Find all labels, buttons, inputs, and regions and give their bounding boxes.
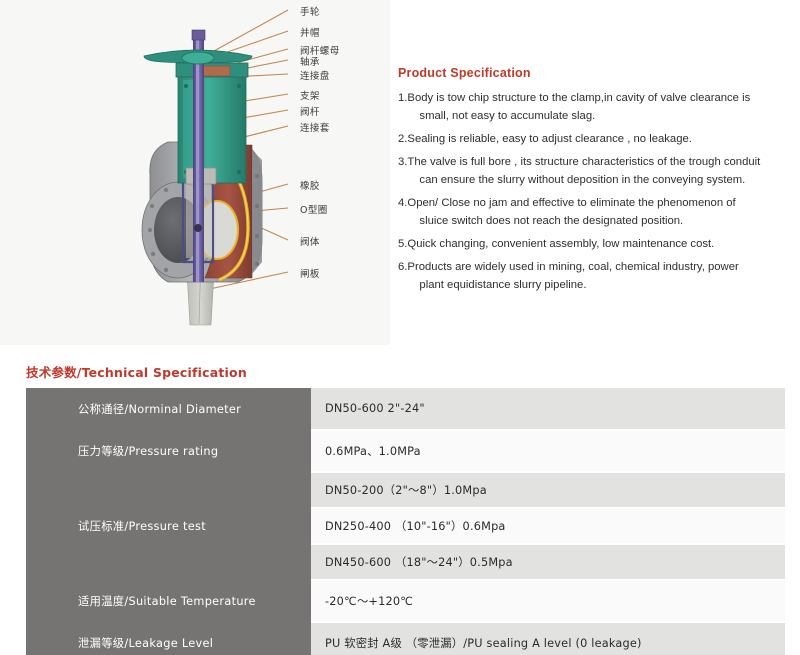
- table-row: DN450-600 （18"～24"）0.5Mpa: [26, 544, 785, 581]
- spec-item: 2. Sealing is reliable, easy to adjust c…: [398, 130, 796, 148]
- technical-specification-table: 公称通径/Norminal Diameter DN50-600 2"-24" 压…: [26, 388, 785, 655]
- spec-item-number: 5.: [398, 238, 408, 251]
- spec-item-number: 4.: [398, 196, 408, 209]
- table-row: 压力等级/Pressure rating 0.6MPa、1.0MPa: [26, 430, 785, 473]
- valve-cutaway-illustration: [141, 9, 289, 326]
- spec-item-text: The valve is full bore , its structure c…: [407, 153, 796, 190]
- spec-item: 6. Products are widely used in mining, c…: [398, 258, 796, 295]
- table-row: DN250-400 （10"-16"）0.6Mpa: [26, 508, 785, 545]
- spec-item-text: Sealing is reliable, easy to adjust clea…: [407, 130, 796, 148]
- callout-connecting-plate: 连接盘: [300, 71, 330, 82]
- callout-stem-nut: 阀杆螺母: [300, 46, 340, 57]
- spec-item-number: 6.: [398, 260, 408, 273]
- bracket-shape: [175, 62, 249, 185]
- spec-item: 3. The valve is full bore , its structur…: [398, 153, 796, 190]
- spec-item: 4. Open/ Close no jam and effective to e…: [398, 194, 796, 231]
- spec-line: Open/ Close no jam and effective to elim…: [407, 196, 736, 209]
- row-value: -20℃～+120℃: [311, 580, 785, 623]
- row-label: 公称通径/Norminal Diameter: [26, 388, 311, 431]
- row-label: 适用温度/Suitable Temperature: [26, 580, 311, 623]
- row-value: PU 软密封 A级 （零泄漏）/PU sealing A level (0 le…: [311, 622, 785, 655]
- callout-cap-nut: 并帽: [300, 28, 320, 39]
- spec-line: Body is tow chip structure to the clamp,…: [407, 92, 751, 104]
- spec-item-number: 1.: [398, 92, 408, 104]
- spec-line-cont: plant equidistance slurry pipeline.: [419, 279, 587, 292]
- row-label: 泄漏等级/Leakage Level: [26, 622, 311, 655]
- spec-item-text: Open/ Close no jam and effective to elim…: [407, 194, 796, 231]
- spec-line: Quick changing, convenient assembly, low…: [407, 238, 715, 251]
- product-spec-title: Product Specification: [398, 66, 531, 80]
- callout-bracket: 支架: [300, 91, 320, 102]
- spec-line: Products are widely used in mining, coal…: [407, 260, 739, 273]
- row-value: DN250-400 （10"-16"）0.6Mpa: [311, 508, 785, 545]
- spec-item-text: Products are widely used in mining, coal…: [407, 258, 796, 295]
- row-value: 0.6MPa、1.0MPa: [311, 430, 785, 473]
- spec-item-number: 3.: [398, 155, 408, 168]
- callout-gate-plate: 闸板: [300, 269, 320, 280]
- callout-bearing: 轴承: [300, 57, 320, 68]
- row-value: DN50-200（2"～8"）1.0Mpa: [311, 472, 785, 509]
- spec-line: Sealing is reliable, easy to adjust clea…: [407, 133, 692, 146]
- tech-spec-title: 技术参数/Technical Specification: [26, 365, 247, 380]
- spec-line-cont: small, not easy to accumulate slag.: [419, 110, 596, 123]
- spec-item: 5. Quick changing, convenient assembly, …: [398, 235, 796, 253]
- handwheel-shape: [143, 29, 253, 65]
- row-label: 试压标准/Pressure test: [26, 472, 311, 581]
- callout-o-ring: O型圈: [300, 205, 328, 216]
- spec-line-cont: can ensure the slurry without deposition…: [419, 174, 746, 187]
- spec-item-number: 2.: [398, 133, 408, 146]
- row-value: DN450-600 （18"～24"）0.5Mpa: [311, 544, 785, 581]
- table-row: 泄漏等级/Leakage Level PU 软密封 A级 （零泄漏）/PU se…: [26, 622, 785, 655]
- callout-valve-body: 阀体: [300, 237, 320, 248]
- callout-handwheel: 手轮: [300, 7, 320, 18]
- spec-item: 1. Body is tow chip structure to the cla…: [398, 89, 796, 126]
- table-row: 试压标准/Pressure test DN50-200（2"～8"）1.0Mpa: [26, 472, 785, 581]
- callout-valve-stem: 阀杆: [300, 107, 320, 118]
- valve-diagram: 手轮 并帽 阀杆螺母 轴承 连接盘 支架 阀杆 连接套 橡胶 O型圈 阀体 闸板: [0, 0, 390, 345]
- spec-line-cont: sluice switch does not reach the designa…: [419, 215, 684, 228]
- spec-item-text: Quick changing, convenient assembly, low…: [407, 235, 796, 253]
- spec-item-text: Body is tow chip structure to the clamp,…: [407, 89, 796, 126]
- callout-rubber: 橡胶: [300, 181, 320, 192]
- row-label: 压力等级/Pressure rating: [26, 430, 311, 473]
- row-value: DN50-600 2"-24": [311, 388, 785, 431]
- product-specification-section: Product Specification 1. Body is tow chi…: [398, 66, 796, 299]
- callout-connecting-sleeve: 连接套: [300, 123, 330, 134]
- valve-stem-shape: [193, 32, 204, 282]
- table-row: 公称通径/Norminal Diameter DN50-600 2"-24": [26, 388, 785, 431]
- table-row: 适用温度/Suitable Temperature -20℃～+120℃: [26, 580, 785, 623]
- spec-line: The valve is full bore , its structure c…: [407, 155, 761, 168]
